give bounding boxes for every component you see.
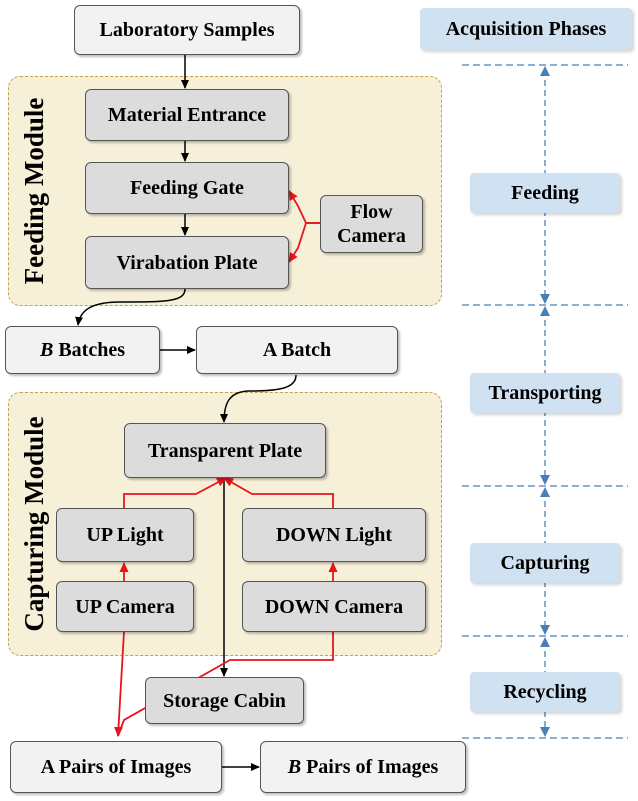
arrow-batch-to-transparent (220, 374, 297, 423)
phase-feeding: Feeding (470, 173, 620, 213)
laboratory-samples-node: Laboratory Samples (74, 5, 300, 55)
flow-camera-line-1: Flow (350, 201, 393, 223)
feeding-gate-node: Feeding Gate (85, 162, 289, 214)
b-pairs-text: Pairs of Images (301, 756, 439, 778)
up-camera-node: UP Camera (56, 581, 194, 632)
transparent-plate-node: Transparent Plate (124, 423, 326, 478)
phase-recycling: Recycling (470, 672, 620, 712)
arrow-upcam-to-pairs (114, 631, 125, 737)
arrow-downcam-to-pairs (117, 632, 334, 737)
flow-camera-node: Flow Camera (320, 195, 423, 253)
flow-camera-line-2: Camera (337, 225, 406, 247)
material-entrance-node: Material Entrance (85, 89, 289, 141)
arrow-flow-to-gate (288, 190, 320, 224)
a-batch-node: A Batch (196, 326, 398, 374)
b-batches-variable: B (39, 339, 54, 361)
up-light-node: UP Light (56, 508, 194, 562)
b-pairs-variable: B (287, 756, 302, 778)
phase-transporting: Transporting (470, 373, 620, 413)
vibration-plate-node: Virabation Plate (85, 236, 289, 289)
arrow-uplight-to-transparent (123, 477, 227, 508)
down-light-node: DOWN Light (242, 508, 426, 562)
storage-cabin-node: Storage Cabin (145, 677, 304, 724)
arrow-flow-to-plate (288, 222, 320, 263)
b-batches-text: Batches (53, 339, 125, 361)
b-batches-node: B Batches (5, 326, 160, 374)
b-pairs-of-images-node: B Pairs of Images (260, 741, 466, 793)
phase-capturing: Capturing (470, 543, 620, 583)
a-pairs-of-images-node: A Pairs of Images (10, 741, 222, 793)
arrow-plate-to-batches (75, 288, 186, 326)
down-camera-node: DOWN Camera (242, 581, 426, 632)
acquisition-phases-header: Acquisition Phases (420, 8, 632, 50)
arrow-downlight-to-transparent (223, 477, 334, 508)
